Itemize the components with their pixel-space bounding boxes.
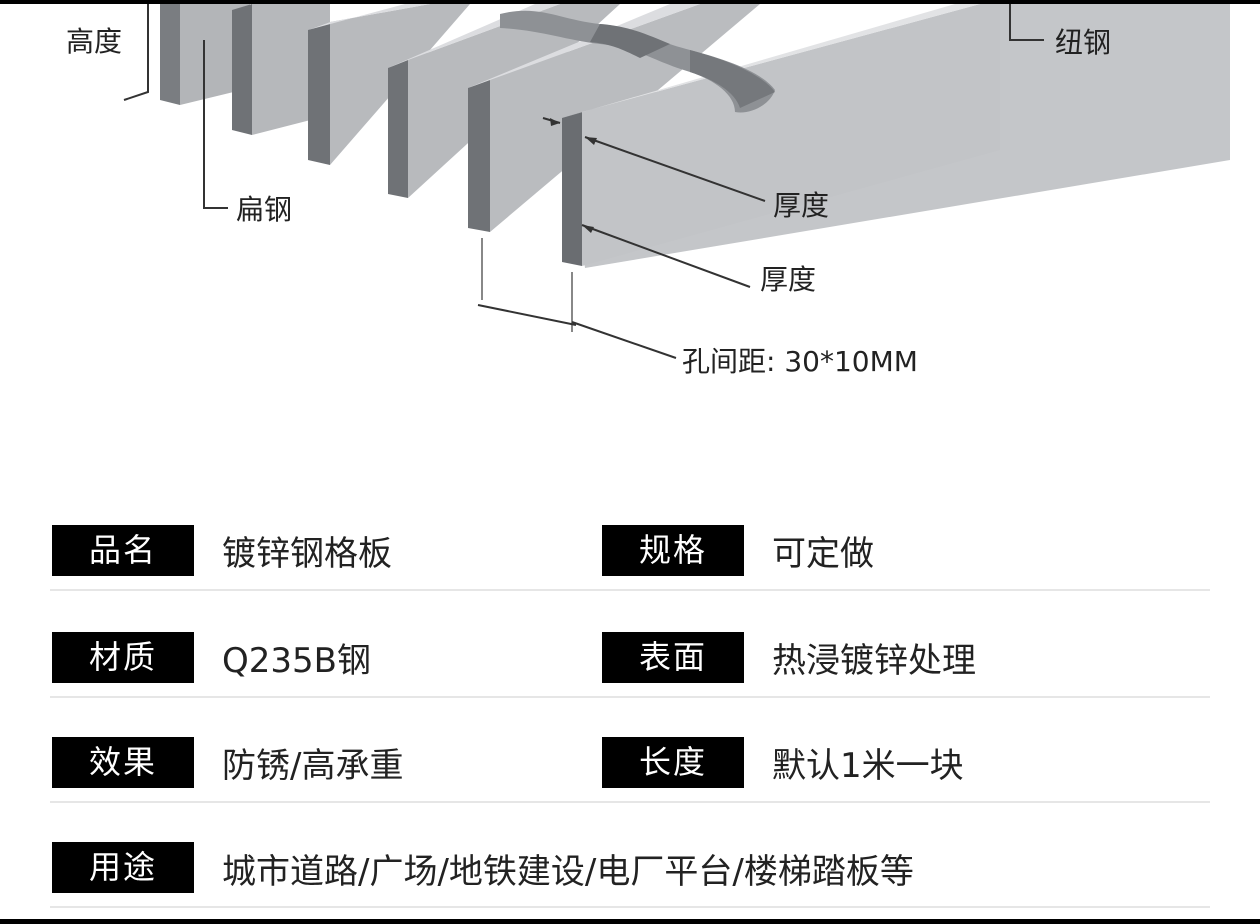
spec-value-effect: 防锈/高承重	[222, 746, 404, 786]
spec-key-surface: 表面	[602, 632, 744, 683]
row-divider	[50, 589, 1210, 591]
spec-row: 用途 城市道路/广场/地铁建设/电厂平台/楼梯踏板等	[0, 842, 1260, 912]
spec-value-usage: 城市道路/广场/地铁建设/电厂平台/楼梯踏板等	[222, 852, 914, 892]
spec-row: 材质 Q235B钢 表面 热浸镀锌处理	[0, 632, 1260, 738]
spec-row: 品名 镀锌钢格板 规格 可定做	[0, 525, 1260, 631]
spec-key-length: 长度	[602, 737, 744, 788]
row-divider	[50, 696, 1210, 698]
spec-row: 效果 防锈/高承重 长度 默认1米一块	[0, 737, 1260, 843]
row-divider	[50, 801, 1210, 803]
spec-value-surface: 热浸镀锌处理	[772, 641, 976, 681]
label-flat-bar: 扁钢	[236, 193, 293, 226]
flat-bars	[160, 4, 1000, 266]
spec-value-product-name: 镀锌钢格板	[222, 534, 392, 574]
twisted-bar	[500, 10, 775, 113]
spec-value-length: 默认1米一块	[772, 746, 964, 786]
spec-key-specification: 规格	[602, 525, 744, 576]
spec-value-specification: 可定做	[772, 534, 874, 574]
leader-lines	[123, 4, 1044, 359]
label-thickness-1: 厚度	[773, 189, 830, 222]
grating-diagram: 高度 扁钢 纽钢 厚度 厚度 孔间距: 30*10MM	[66, 4, 1230, 378]
grating-illustration	[123, 4, 1230, 359]
label-twisted-bar: 纽钢	[1055, 26, 1112, 59]
spec-key-product-name: 品名	[52, 525, 194, 576]
label-pitch: 孔间距: 30*10MM	[682, 345, 918, 378]
bottom-border	[0, 919, 1260, 924]
spec-key-effect: 效果	[52, 737, 194, 788]
label-height: 高度	[66, 25, 123, 58]
label-thickness-2: 厚度	[760, 263, 817, 296]
spec-value-material: Q235B钢	[222, 641, 371, 681]
arrow-heads	[550, 118, 597, 233]
spec-key-usage: 用途	[52, 842, 194, 893]
spec-key-material: 材质	[52, 632, 194, 683]
row-divider	[50, 906, 1210, 908]
top-border	[0, 0, 1260, 4]
